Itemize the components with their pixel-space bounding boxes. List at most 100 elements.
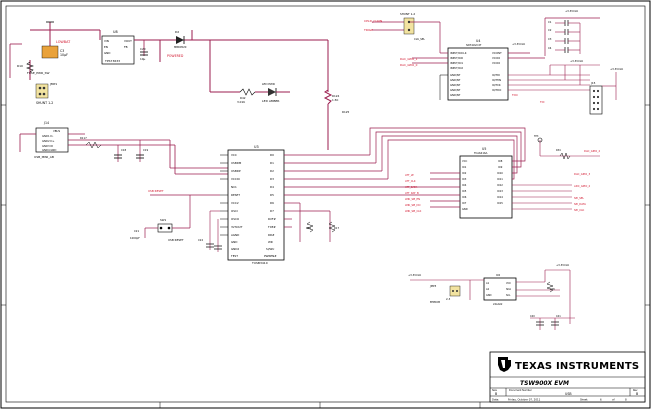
lowbat-label: LOWBAT: [56, 40, 71, 44]
svg-text:GND/NT: GND/NT: [450, 88, 461, 92]
svg-text:+3.3VCLK: +3.3VCLK: [512, 42, 525, 46]
svg-text:R34: R34: [556, 149, 561, 152]
svg-text:LMK_SPI_EN: LMK_SPI_EN: [405, 197, 420, 201]
svg-text:VCC: VCC: [506, 282, 511, 285]
svg-text:SI/WU: SI/WU: [266, 247, 274, 251]
usb-reset-net: USB RESET: [148, 189, 164, 193]
board-name: TSW900X EVM: [520, 380, 569, 387]
svg-text:SDA: SDA: [506, 288, 511, 291]
fuse-label: FUSE_PWR_SW: [27, 71, 49, 75]
svg-text:FB: FB: [124, 45, 128, 49]
u6-refdes: U6: [496, 273, 500, 277]
usb-connector: J14 VBUS GND1 D- GND2 D+ GND3 ID GND4 GN…: [19, 121, 228, 175]
rev-label: Rev: [633, 389, 638, 392]
u5-body: [459, 155, 513, 219]
svg-text:ATT_CLK: ATT_CLK: [405, 179, 416, 183]
bulk-capacitor: [41, 45, 59, 59]
svg-text:MBR0520: MBR0520: [174, 45, 187, 49]
date-value: Friday, October 07, 2011: [508, 398, 541, 402]
shunt-header-1: [35, 83, 49, 99]
svg-text:10µF: 10µF: [60, 53, 68, 57]
svg-text:EEPROM: EEPROM: [430, 301, 440, 304]
svg-text:VIN: VIN: [104, 39, 109, 43]
svg-text:R17: R17: [334, 226, 339, 230]
svg-text:TEST: TEST: [230, 254, 238, 258]
u4-chip-top: U4 SN74AVC4T INPUT/IOCLKINPUT/IO0INPUT/I…: [400, 21, 590, 104]
svg-text:INPUT/IO2: INPUT/IO2: [450, 66, 463, 70]
svg-text:+3.3VCLK: +3.3VCLK: [610, 67, 623, 71]
svg-text:GND/NT: GND/NT: [450, 93, 461, 97]
svg-text:+3.3VCLK: +3.3VCLK: [570, 59, 583, 63]
svg-text:3.01K: 3.01K: [237, 100, 245, 104]
svg-text:D2: D2: [175, 30, 179, 34]
svg-text:24AA02: 24AA02: [493, 303, 503, 306]
svg-text:GND/NT: GND/NT: [450, 73, 461, 77]
cap-c3: C3: [548, 37, 552, 41]
title-block: TEXAS INSTRUMENTS TSW900X EVM Size B Doc…: [489, 351, 646, 403]
svg-text:D3: D3: [270, 177, 274, 181]
svg-text:R125: R125: [342, 110, 350, 114]
svg-text:IO4: IO4: [462, 183, 467, 187]
svg-text:SHUNT 1-2: SHUNT 1-2: [400, 12, 415, 16]
svg-text:ATT_LE: ATT_LE: [405, 173, 414, 177]
svg-text:IO8: IO8: [498, 159, 503, 163]
u3-part-number: TUSB3410: [251, 261, 268, 265]
of-value: 8: [625, 398, 627, 402]
svg-text:INPUT/IOCLK: INPUT/IOCLK: [450, 51, 467, 55]
jtag-header: +3.3VCLK J15 +3.3VCLK: [549, 59, 623, 115]
u3-refdes: U3: [254, 145, 259, 149]
top-bus: [210, 39, 333, 150]
sheet-label: Sheet: [580, 398, 588, 402]
svg-text:D6: D6: [270, 201, 274, 205]
svg-text:USBDM: USBDM: [231, 161, 242, 165]
svg-text:VCC: VCC: [462, 159, 467, 163]
shunt-header-2: [403, 17, 415, 35]
svg-text:VOUT: VOUT: [124, 39, 132, 43]
u5-refdes: U5: [482, 147, 486, 151]
svg-text:RESET: RESET: [231, 193, 240, 197]
sheet-value: 6: [600, 398, 602, 402]
svg-text:VCCIO: VCCIO: [492, 61, 500, 65]
svg-text:R16: R16: [306, 226, 311, 230]
j15-refdes: J15: [590, 81, 596, 85]
sheet-inner-border: [5, 5, 646, 403]
svg-text:GND/NT: GND/NT: [450, 83, 461, 87]
svg-text:C19: C19: [143, 148, 148, 152]
svg-text:GND: GND: [104, 51, 110, 55]
svg-text:USBDP: USBDP: [231, 169, 241, 173]
svg-text:D0: D0: [270, 153, 274, 157]
svg-text:IO/TCK: IO/TCK: [492, 83, 501, 87]
u8-part-number: TPS73633: [104, 59, 120, 63]
svg-text:OSCO: OSCO: [231, 217, 240, 221]
svg-text:C22: C22: [198, 238, 203, 242]
svg-text:SPI_DATA: SPI_DATA: [574, 202, 586, 206]
svg-text:10µ: 10µ: [140, 57, 146, 61]
svg-text:DAC_GPIO_2: DAC_GPIO_2: [584, 149, 600, 153]
cap-c2: C2: [548, 28, 552, 32]
svg-text:ATT_DATA: ATT_DATA: [405, 185, 418, 189]
net-trigp: TRIGP: [363, 28, 373, 32]
svg-text:IO12: IO12: [497, 183, 503, 187]
svg-text:OSCI: OSCI: [231, 209, 238, 213]
svg-text:AGND: AGND: [231, 233, 239, 237]
jmp1-label: JMP1: [49, 82, 57, 86]
net-dac-gpio-0: DAC_GPIO_0: [400, 63, 418, 67]
svg-text:IO3: IO3: [462, 177, 467, 181]
cpld-net-labels: CPLD_CLKIN TRIGP SHUNT 1-2 CLK_SEL: [363, 12, 426, 41]
svg-text:LED PWR: LED PWR: [262, 82, 275, 86]
u6-body: [483, 277, 517, 301]
svg-text:C21: C21: [134, 229, 139, 233]
svg-text:IO/TMS: IO/TMS: [492, 78, 502, 82]
svg-text:RXF#: RXF#: [268, 217, 276, 221]
svg-text:GND: GND: [231, 240, 237, 244]
svg-text:SCL: SCL: [506, 294, 511, 297]
frame-ticks: [1, 104, 650, 408]
svg-text:IO/TDO: IO/TDO: [492, 88, 501, 92]
svg-text:SN74AVC4T: SN74AVC4T: [466, 43, 482, 47]
decoupling-caps: +3.3VCLK C1 C2 C3 C4: [544, 9, 600, 56]
svg-text:+3.3VCLK: +3.3VCLK: [565, 9, 578, 13]
svg-text:SPI_CLK: SPI_CLK: [574, 208, 585, 212]
ti-logo: [498, 357, 511, 372]
svg-text:C3: C3: [60, 49, 64, 53]
